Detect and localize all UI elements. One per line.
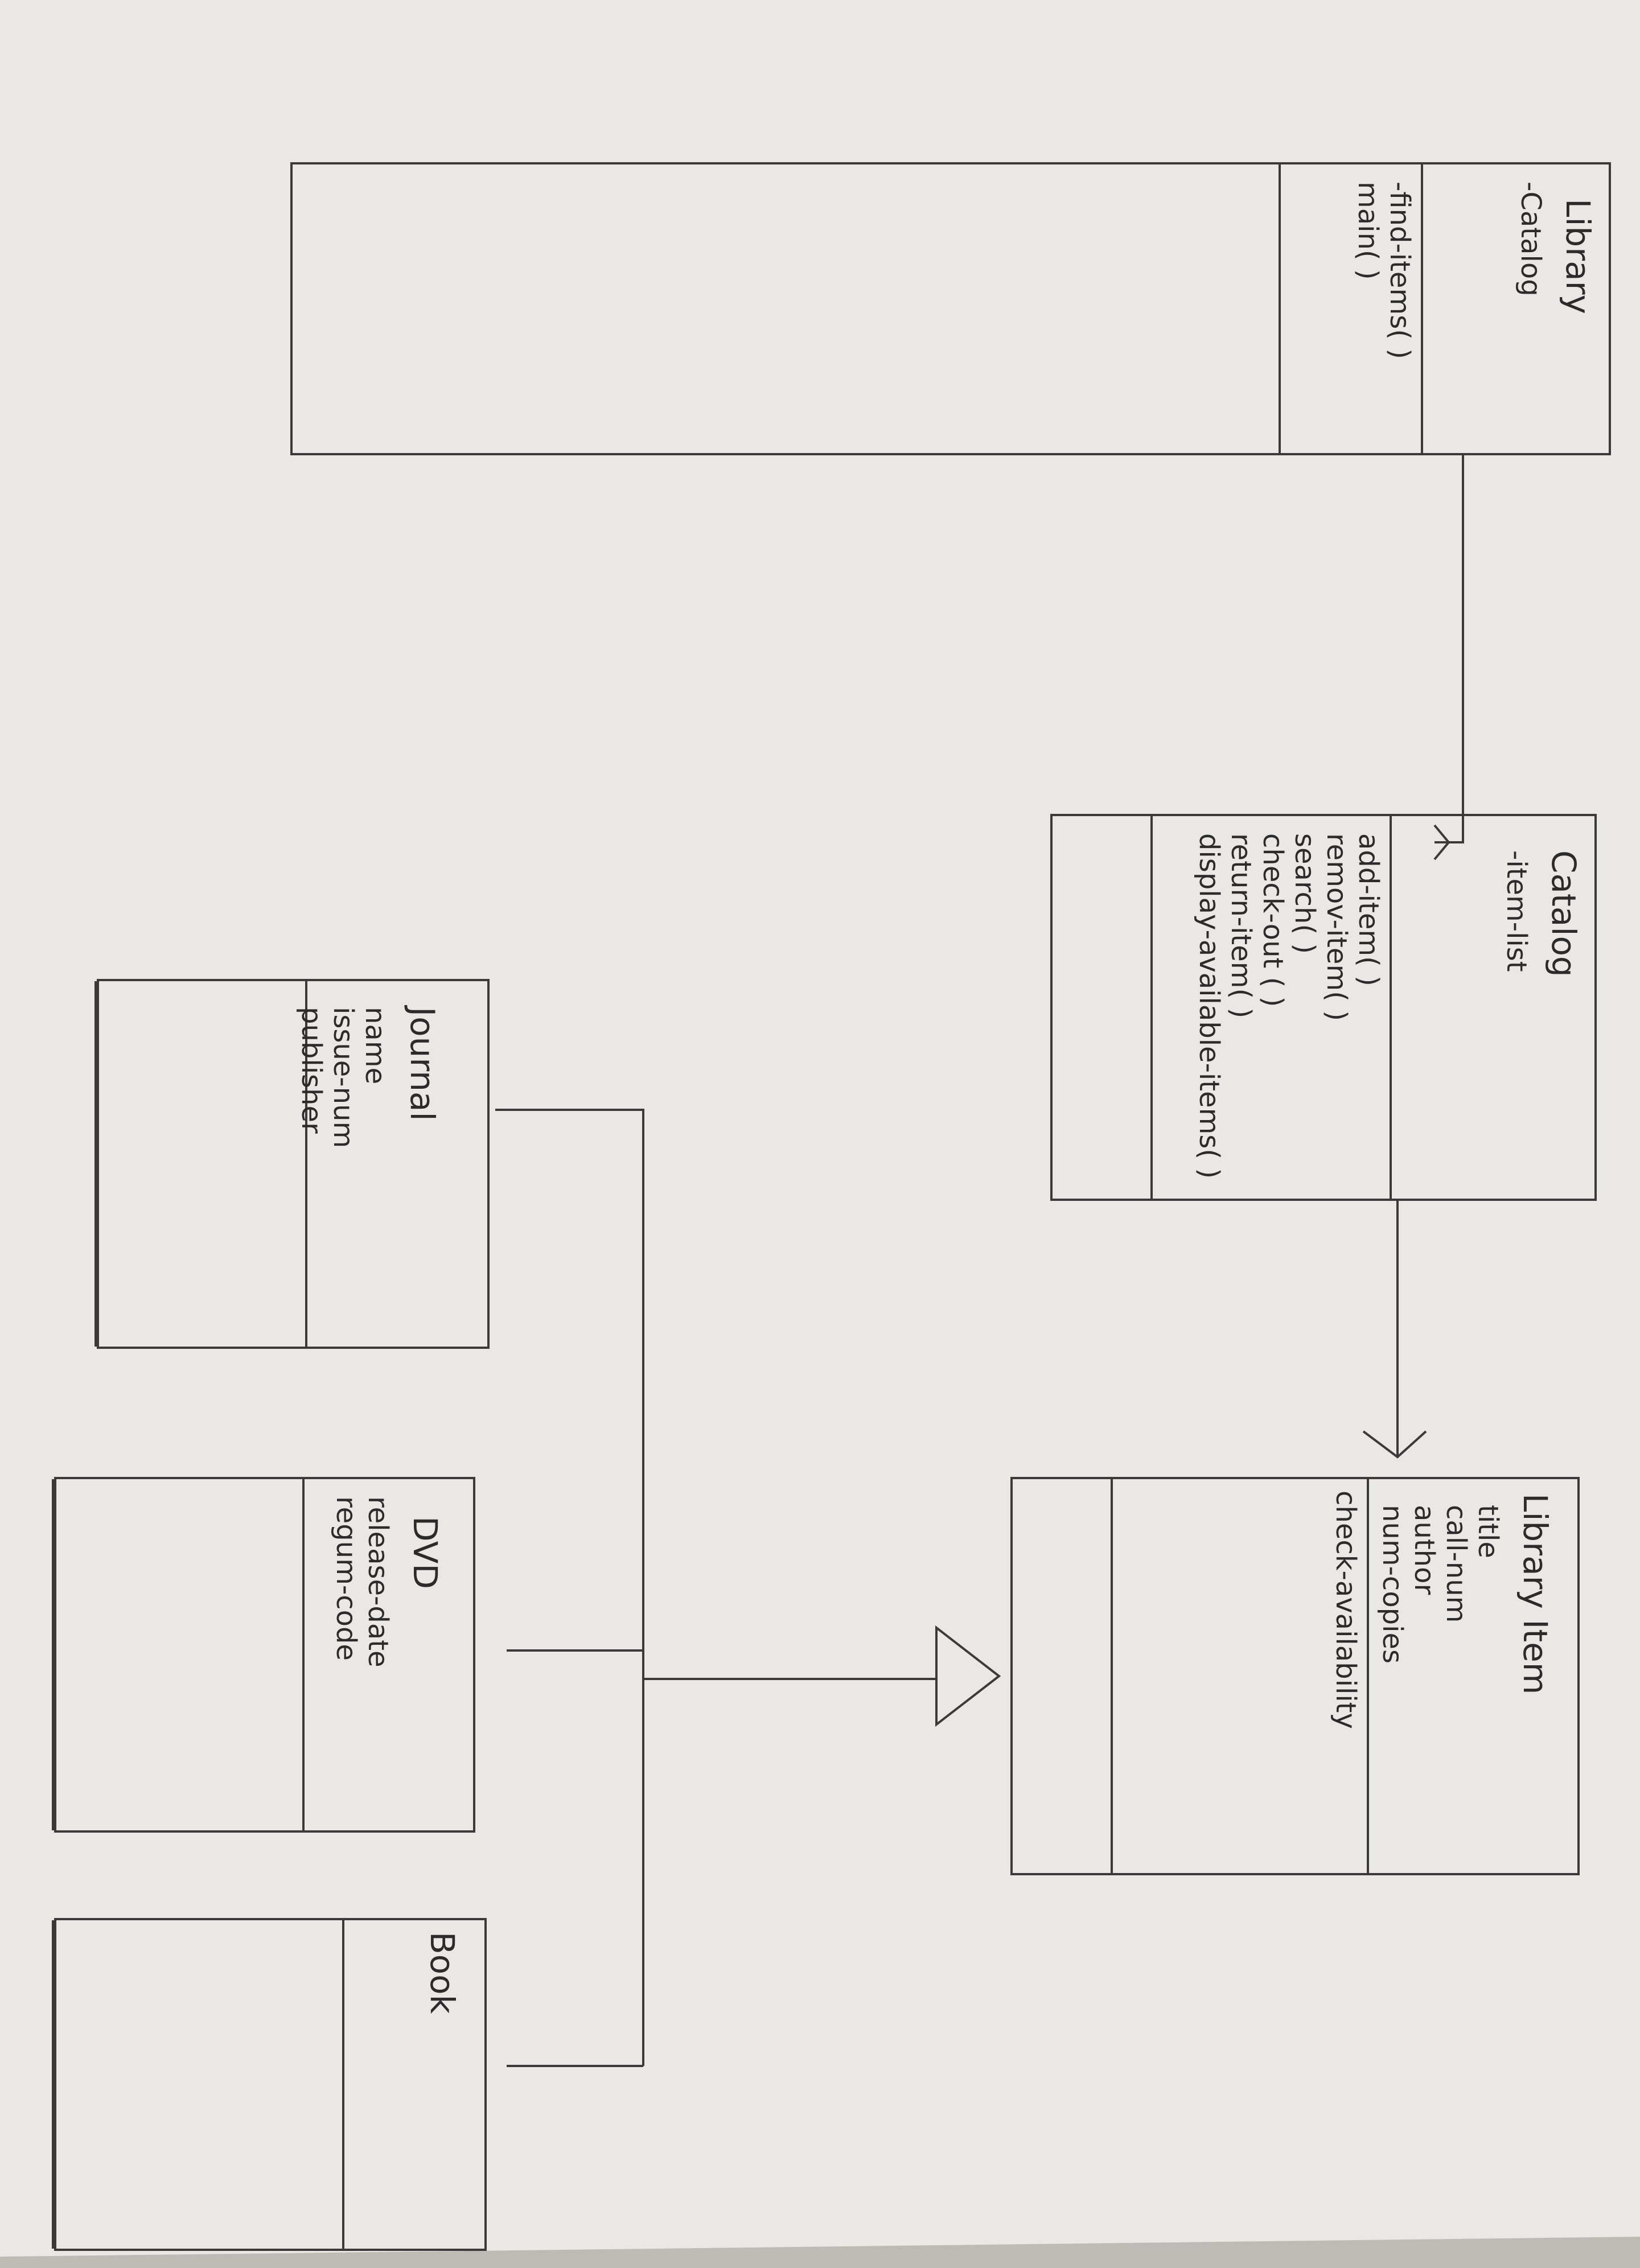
library-methods-section: -find-items( )main( ) xyxy=(1279,164,1421,453)
library-item-method: check-availability xyxy=(1330,1491,1362,1729)
library-method: -find-items( ) xyxy=(1384,182,1416,359)
library-item-attribute: author xyxy=(1408,1505,1440,1595)
library-item-methods-section: check-availability xyxy=(1111,1479,1367,1873)
journal-attribute: publisher xyxy=(295,1007,327,1134)
library-class-name: Library xyxy=(1559,199,1597,314)
dvd-attribute: release-date xyxy=(362,1496,394,1668)
book-methods-section xyxy=(52,1920,342,2249)
class-catalog: Catalog -item-list add-item( )remov-item( … xyxy=(1050,814,1597,1201)
association-catalog-libraryitem xyxy=(1362,1201,1427,1459)
library-method: main( ) xyxy=(1352,182,1384,280)
journal-attribute: name xyxy=(359,1007,391,1085)
journal-methods-section xyxy=(94,981,305,1347)
catalog-method: display-available-items( ) xyxy=(1193,833,1225,1179)
dvd-name-section: DVD xyxy=(399,1479,473,1830)
journal-attribute: issue-num xyxy=(327,1007,359,1149)
catalog-method: search( ) xyxy=(1289,833,1321,954)
desk-edge xyxy=(0,2237,1640,2268)
book-attributes-section xyxy=(342,1920,416,2249)
library-attribute: -Catalog xyxy=(1515,182,1547,297)
catalog-methods-section: add-item( )remov-item( )search( )check-o… xyxy=(1150,816,1390,1199)
catalog-method: add-item( ) xyxy=(1353,833,1384,986)
library-item-class-name: Library Item xyxy=(1516,1493,1555,1695)
library-item-attribute: title xyxy=(1472,1505,1504,1558)
library-item-name-section: Library Item xyxy=(1509,1479,1577,1873)
journal-name-section: Journal xyxy=(396,981,487,1347)
dvd-class-name: DVD xyxy=(406,1516,445,1589)
journal-class-name: Journal xyxy=(403,1007,442,1121)
dvd-attribute: regum-code xyxy=(330,1496,362,1661)
library-item-attribute: call-num xyxy=(1440,1505,1472,1623)
book-name-section: Book xyxy=(416,1920,484,2249)
catalog-method: check-out ( ) xyxy=(1257,833,1289,1007)
class-book: Book xyxy=(52,1918,487,2251)
inheritance-triangle xyxy=(935,1625,1001,1727)
library-item-attribute: num-copies xyxy=(1376,1505,1408,1664)
book-class-name: Book xyxy=(423,1932,462,2014)
catalog-attribute: -item-list xyxy=(1501,850,1532,972)
association-library-catalog xyxy=(1433,455,1464,861)
dvd-methods-section xyxy=(52,1479,302,1830)
catalog-class-name: Catalog xyxy=(1544,850,1583,977)
catalog-method: remov-item( ) xyxy=(1321,833,1353,1021)
library-name-section: Library xyxy=(1552,164,1609,453)
catalog-name-section: Catalog xyxy=(1538,816,1594,1199)
catalog-attributes-section: -item-list xyxy=(1390,816,1538,1199)
class-library: Library -Catalog -find-items( )main( ) xyxy=(290,162,1611,455)
catalog-method: return-item( ) xyxy=(1225,833,1257,1019)
inheritance-connector xyxy=(495,1109,936,2067)
library-attributes-section: -Catalog xyxy=(1421,164,1552,453)
